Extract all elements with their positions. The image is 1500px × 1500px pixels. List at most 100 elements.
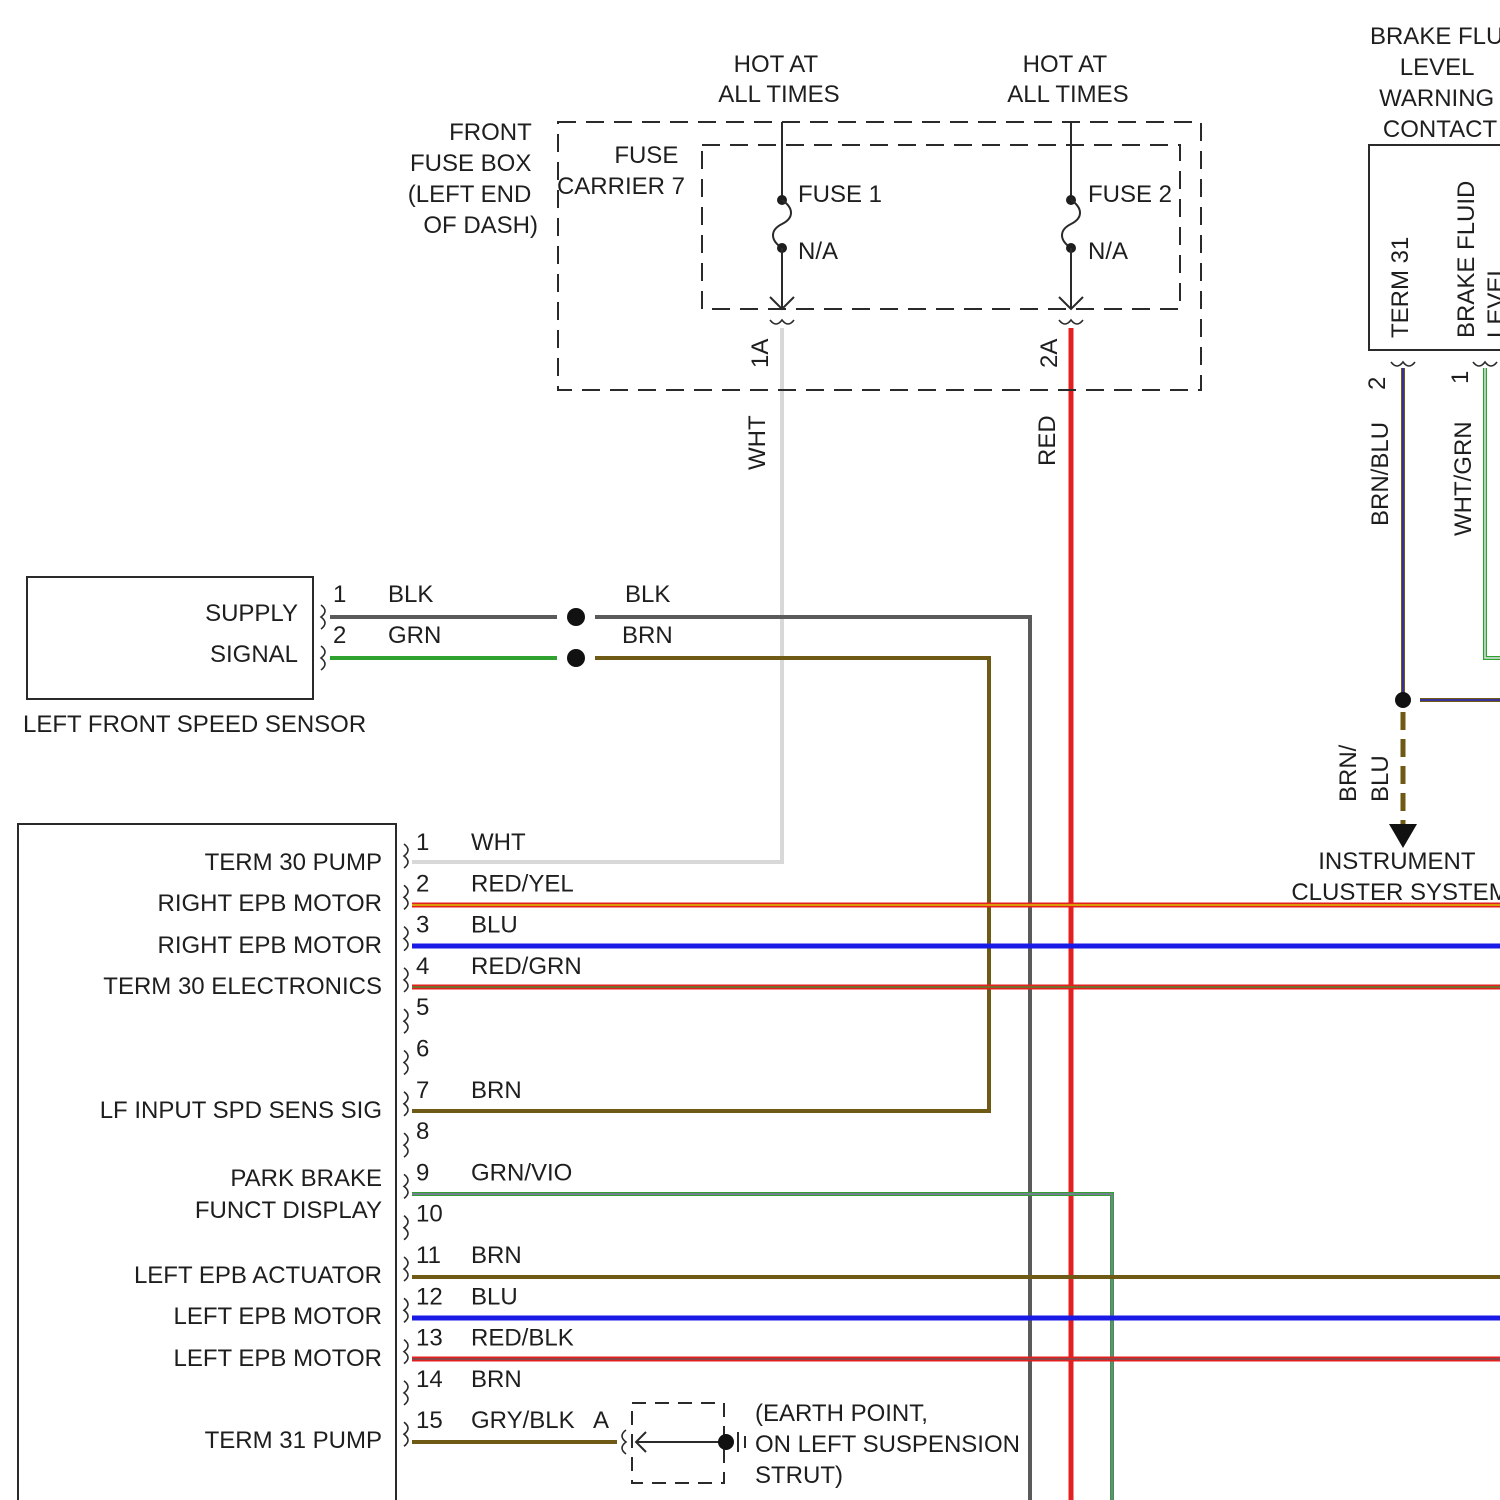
speed-sensor-box (27, 577, 313, 699)
ground-label: (EARTH POINT, ON LEFT SUSPENSION STRUT) (755, 1400, 1027, 1489)
splice-connector-1 (567, 608, 585, 626)
module-pin-terminal (404, 1051, 408, 1075)
fuse-1: FUSE 1 N/A 1A WHT (744, 122, 882, 470)
wire-wht-grn-stripe (1485, 368, 1500, 658)
fuse-box-title: FRONT FUSE BOX (LEFT END OF DASH) (408, 119, 538, 239)
module-pin-number: 5 (416, 994, 429, 1021)
brake-fluid-pin2-terminal (1391, 362, 1415, 366)
module-pin-terminal (404, 1422, 408, 1446)
module-pin-terminal (404, 844, 408, 868)
brake-fluid-term-label: TERM 31 (1387, 237, 1414, 338)
brake-fluid-cont-wire: BRN/ BLU (1335, 738, 1394, 802)
module-pin-wire-color: BLU (471, 912, 518, 939)
ground-connector-terminal (622, 1430, 626, 1454)
fuse-2-pin: 2A (1036, 339, 1063, 368)
module-pin-terminal (404, 1133, 408, 1157)
fuse-carrier-outline (702, 145, 1180, 309)
instrument-cluster-label: INSTRUMENT CLUSTER SYSTEM (1291, 848, 1500, 906)
module-pin-terminal (404, 1092, 408, 1116)
module-pin-terminal (404, 1174, 408, 1198)
speed-sensor-pin2-terminal (321, 646, 325, 670)
speed-sensor-pin2-num: 2 (333, 622, 346, 649)
speed-sensor-pin1-terminal (321, 605, 325, 629)
module-function-label: LEFT EPB MOTOR (174, 1303, 383, 1330)
module-function-label: LEFT EPB ACTUATOR (134, 1262, 382, 1289)
brake-fluid-level-label: BRAKE FLUID LEVEL (1453, 174, 1500, 338)
module-pin-wire-color: BRN (471, 1077, 522, 1104)
module-pin-terminal (404, 1009, 408, 1033)
module-pin-number: 12 (416, 1283, 443, 1310)
speed-sensor-pin1-num: 1 (333, 581, 346, 608)
module-pin-number: 1 (416, 829, 429, 856)
module-pin-wire-color: BRN (471, 1242, 522, 1269)
fuse-2-pin-terminal (1059, 320, 1083, 324)
module-pin-wire-color: RED/GRN (471, 953, 582, 980)
speed-sensor-wire1-in: BLK (388, 581, 433, 608)
module-pin-terminal (404, 1257, 408, 1281)
module-pin-terminal (404, 968, 408, 992)
module-pin-terminal (404, 885, 408, 909)
brake-fluid-title: BRAKE FLU LEVEL WARNING CONTACT (1370, 23, 1500, 143)
module-pin-number: 3 (416, 912, 429, 939)
splice-connector-2 (567, 649, 585, 667)
ground-point-icon (718, 1434, 734, 1450)
fuse-2-rating: N/A (1088, 238, 1128, 265)
module-pin-number: 14 (416, 1366, 443, 1393)
fuse-1-pin: 1A (747, 339, 774, 368)
module-pin-wire-color: WHT (471, 829, 526, 856)
hot-label-1: HOT AT ALL TIMES (718, 51, 839, 108)
module-pin-wire-color: RED/BLK (471, 1325, 574, 1352)
fuse-2-symbol (1062, 200, 1080, 248)
speed-sensor-name: LEFT FRONT SPEED SENSOR (23, 711, 366, 738)
module-pin-number: 7 (416, 1077, 429, 1104)
fuse-2: FUSE 2 N/A 2A RED (1034, 122, 1172, 466)
fuse-1-symbol (773, 200, 791, 248)
brake-fluid-contact: BRAKE FLU LEVEL WARNING CONTACT TERM 31 … (1291, 23, 1500, 906)
module-pin-wire-color: GRY/BLK (471, 1407, 575, 1434)
module-pin-terminal (404, 1216, 408, 1240)
brake-fluid-pin1: 1 (1447, 371, 1474, 384)
module-pin-number: 4 (416, 953, 429, 980)
module-pin-number: 6 (416, 1036, 429, 1063)
module-pin-number: 13 (416, 1325, 443, 1352)
brake-fluid-wire1-color: WHT/GRN (1450, 421, 1477, 536)
module-pin-wire-color: BLU (471, 1283, 518, 1310)
brake-fluid-pin1-terminal (1473, 362, 1497, 366)
module-pin-terminal (404, 1381, 408, 1405)
module-function-label: LEFT EPB MOTOR (174, 1345, 383, 1372)
module-pin-number: 10 (416, 1201, 443, 1228)
module-function-label: TERM 31 PUMP (205, 1427, 382, 1454)
wire-wht-fuse1 (412, 328, 782, 862)
speed-sensor-pin1-label: SUPPLY (205, 600, 298, 627)
splice-point-brake (1395, 692, 1411, 708)
fuse-1-name: FUSE 1 (798, 181, 882, 208)
module-function-label: LF INPUT SPD SENS SIG (100, 1097, 382, 1124)
module-pin-number: 11 (416, 1242, 441, 1269)
front-fuse-box: FRONT FUSE BOX (LEFT END OF DASH) FUSE C… (408, 51, 1201, 470)
speed-sensor-wire2-out: BRN (622, 622, 673, 649)
ground: A (EARTH POINT, ON LEFT SUSPENSION STRUT… (593, 1400, 1027, 1489)
module-function-label: RIGHT EPB MOTOR (158, 932, 382, 959)
wire-blk-cont (595, 617, 1030, 1500)
module-pin-number: 2 (416, 870, 429, 897)
fuse-carrier-label: FUSE CARRIER 7 (557, 142, 685, 200)
module-pin-wire-color: GRN/VIO (471, 1159, 572, 1186)
brake-fluid-pin2: 2 (1364, 377, 1391, 390)
module-pin-wire-color: BRN (471, 1366, 522, 1393)
module: TERM 30 PUMPRIGHT EPB MOTORRIGHT EPB MOT… (18, 824, 582, 1500)
fuse-1-wire-color: WHT (744, 415, 771, 470)
instrument-arrow-icon (1389, 824, 1417, 848)
module-pin-terminal (404, 927, 408, 951)
speed-sensor-wire1-out: BLK (625, 581, 670, 608)
speed-sensor-wire2-in: GRN (388, 622, 441, 649)
speed-sensor-pin2-label: SIGNAL (210, 641, 298, 668)
brake-fluid-wire2-color: BRN/BLU (1367, 422, 1394, 526)
module-pin-number: 8 (416, 1118, 429, 1145)
ground-connector-label: A (593, 1407, 609, 1434)
module-pin-terminal (404, 1298, 408, 1322)
module-function-label: TERM 30 ELECTRONICS (103, 973, 382, 1000)
